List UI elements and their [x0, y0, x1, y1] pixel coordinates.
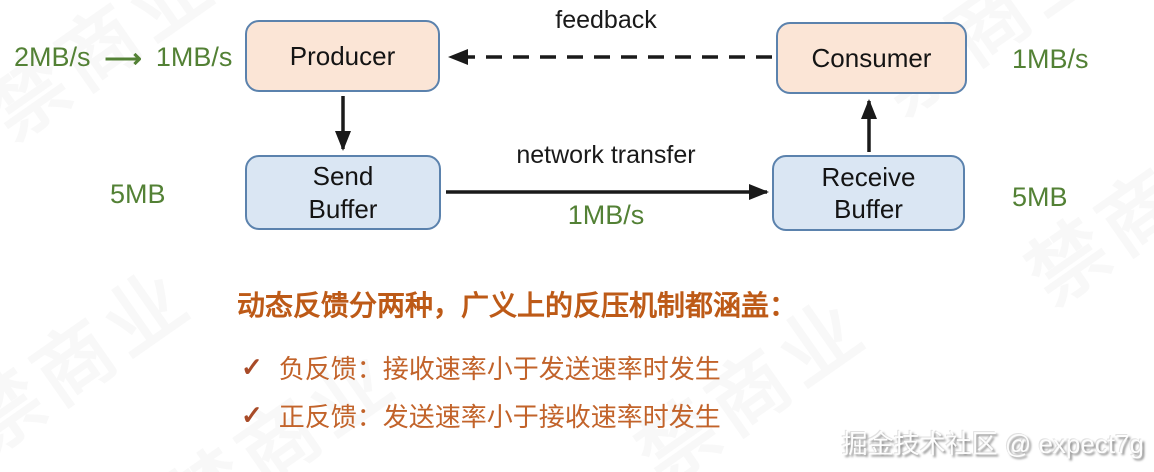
producer-rate-before: 2MB/s: [14, 42, 91, 72]
checkmark-icon: ✓: [241, 400, 263, 430]
note-item-negative-feedback: ✓ 负反馈：接收速率小于发送速率时发生: [241, 349, 721, 386]
send-buffer-size-label: 5MB: [110, 179, 166, 209]
community-credit-watermark: 掘金技术社区 @ expect7g: [841, 429, 1144, 459]
watermark-pattern: 禁商业: [152, 331, 414, 472]
watermark-pattern: 禁商业: [0, 0, 234, 156]
note-item-positive-feedback: ✓ 正反馈：发送速率小于接收速率时发生: [241, 397, 721, 434]
feedback-label: feedback: [555, 6, 657, 34]
network-transfer-label: network transfer: [516, 141, 696, 169]
consumer-label: Consumer: [811, 42, 932, 73]
watermark-pattern: 禁商业: [0, 251, 209, 471]
note-item-text: 正反馈：发送速率小于接收速率时发生: [278, 403, 721, 432]
producer-rate-after: 1MB/s: [155, 42, 233, 72]
rate-change-arrow-icon: ⟶: [104, 42, 142, 73]
producer-rate-annotation: 2MB/s ⟶ 1MB/s: [14, 42, 232, 73]
receive-buffer-size-label: 5MB: [1012, 182, 1068, 212]
notes-heading: 动态反馈分两种，广义上的反压机制都涵盖：: [237, 291, 798, 322]
producer-node: Producer: [245, 20, 440, 92]
network-rate-label: 1MB/s: [567, 200, 645, 230]
note-item-text: 负反馈：接收速率小于发送速率时发生: [278, 355, 721, 384]
receive-buffer-label: Receive Buffer: [821, 161, 916, 225]
consumer-rate-label: 1MB/s: [1012, 44, 1089, 74]
receive-buffer-node: Receive Buffer: [772, 155, 965, 231]
send-buffer-node: Send Buffer: [245, 155, 441, 230]
producer-label: Producer: [289, 40, 396, 71]
consumer-node: Consumer: [776, 22, 967, 94]
send-buffer-label: Send Buffer: [308, 161, 378, 224]
checkmark-icon: ✓: [241, 352, 263, 382]
